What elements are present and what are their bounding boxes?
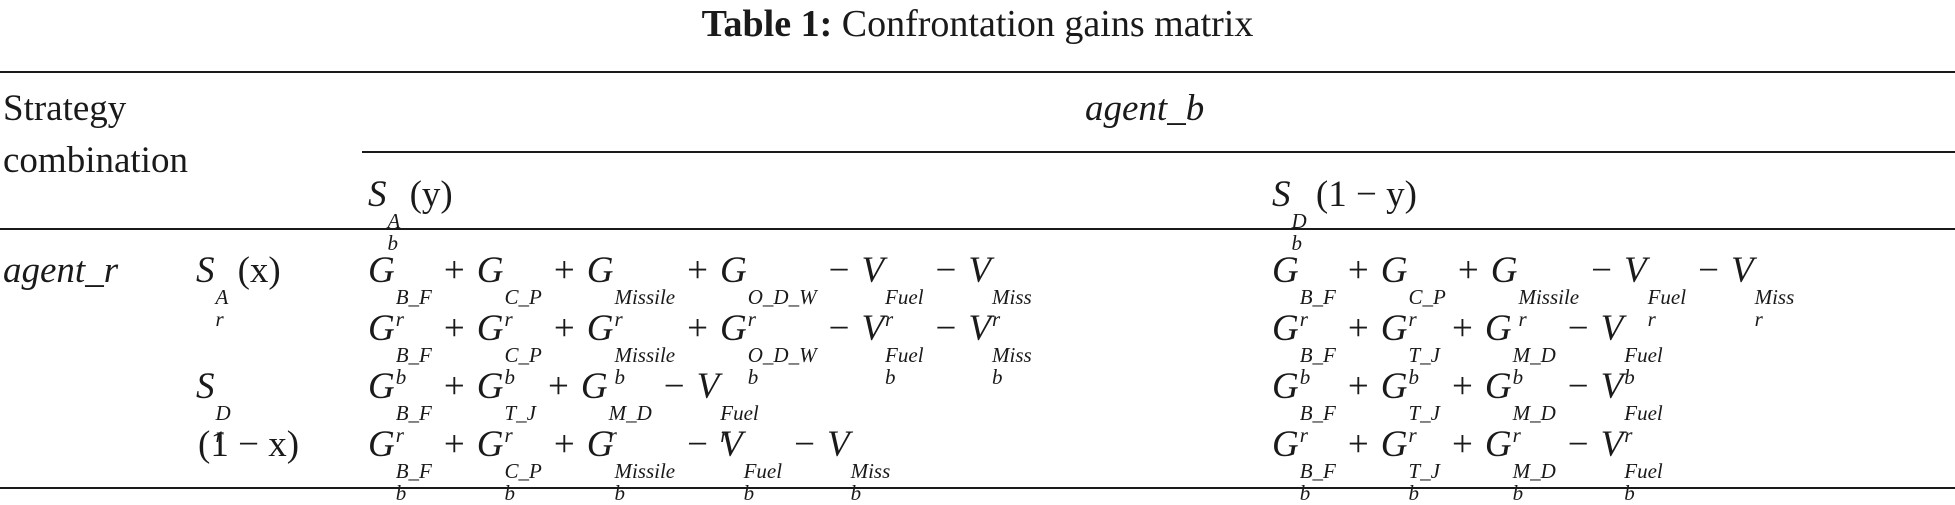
operator: + <box>553 308 575 349</box>
row-srD-prob: (1 − x) <box>198 424 300 465</box>
operator: + <box>1347 308 1369 349</box>
row-srA-prob: (x) <box>237 250 281 291</box>
header-strategy-line1: Strategy <box>3 88 127 129</box>
operator: − <box>935 308 957 349</box>
header-strategy-line2: combination <box>3 140 188 181</box>
operator: + <box>548 366 569 407</box>
table-label: Table 1: <box>701 3 833 45</box>
header-col-sbD-prob: (1 − y) <box>1315 174 1417 215</box>
operator: + <box>553 250 575 291</box>
operator: + <box>443 366 465 407</box>
operator: + <box>687 308 708 349</box>
operator: − <box>828 250 850 291</box>
operator: + <box>1347 424 1369 465</box>
header-agent-b: agent_b <box>1085 88 1205 129</box>
operator: − <box>1591 250 1612 291</box>
operator: − <box>1567 366 1589 407</box>
operator: + <box>1347 250 1369 291</box>
operator: + <box>443 424 465 465</box>
operator: − <box>1567 308 1589 349</box>
operator: + <box>1347 366 1369 407</box>
operator: − <box>687 424 708 465</box>
operator: − <box>828 308 850 349</box>
row-agent-r: agent_r <box>3 250 119 291</box>
operator: − <box>1567 424 1589 465</box>
table-caption: Table 1: Confrontation gains matrix <box>0 2 1955 46</box>
operator: + <box>553 424 575 465</box>
table-title: Confrontation gains matrix <box>841 3 1254 45</box>
bottom-rule <box>0 487 1955 489</box>
operator: − <box>794 424 815 465</box>
operator: + <box>1452 308 1473 349</box>
header-col-sbA-prob: (y) <box>409 174 453 215</box>
operator: + <box>1452 424 1473 465</box>
top-rule <box>0 71 1955 73</box>
operator: + <box>443 308 465 349</box>
operator: + <box>687 250 708 291</box>
operator: + <box>1452 366 1473 407</box>
header-rule <box>0 228 1955 230</box>
operator: + <box>443 250 465 291</box>
agent-b-underline <box>362 151 1955 153</box>
operator: − <box>1698 250 1719 291</box>
operator: − <box>935 250 957 291</box>
operator: − <box>663 366 685 407</box>
operator: + <box>1457 250 1479 291</box>
